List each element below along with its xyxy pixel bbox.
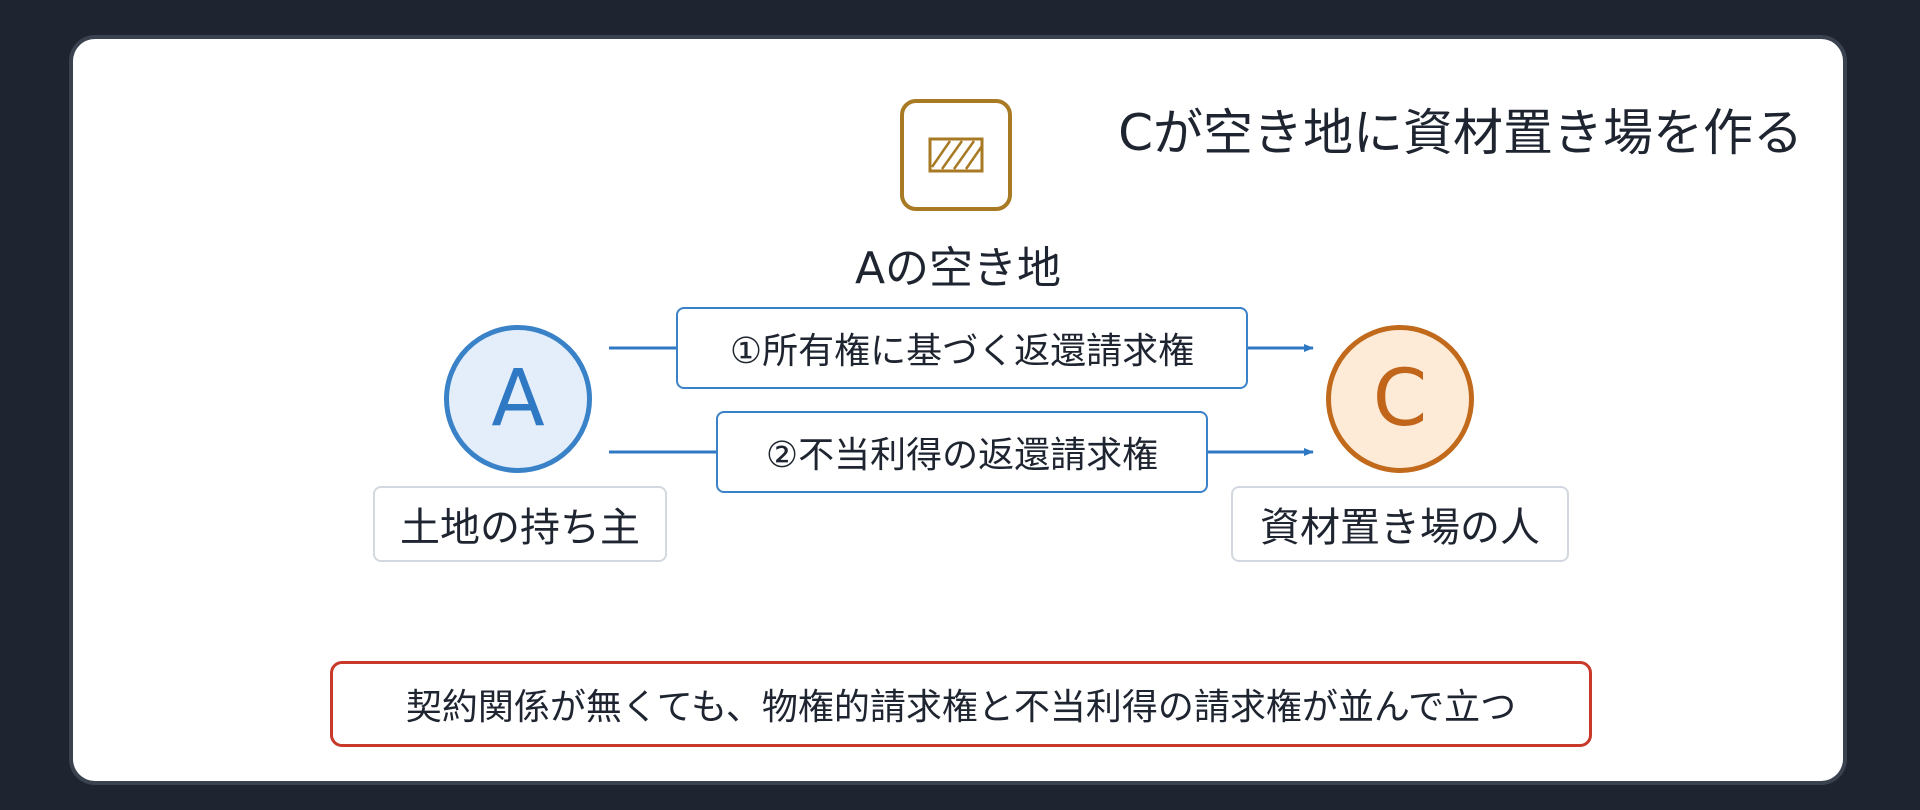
hatched-land-icon <box>928 137 984 173</box>
claim-label-1: ①所有権に基づく返還請求権 <box>676 307 1248 389</box>
diagram-title: Cが空き地に資材置き場を作る <box>1118 104 1803 162</box>
party-c-role: 資材置き場の人 <box>1231 486 1569 562</box>
party-a-node: A <box>444 325 592 473</box>
summary-note: 契約関係が無くても、物権的請求権と不当利得の請求権が並んで立つ <box>330 661 1592 747</box>
land-label: Aの空き地 <box>854 243 1062 294</box>
land-icon-box <box>900 99 1012 211</box>
claim-label-2: ②不当利得の返還請求権 <box>716 411 1208 493</box>
party-c-node: C <box>1326 325 1474 473</box>
party-a-role: 土地の持ち主 <box>373 486 667 562</box>
diagram-card: Cが空き地に資材置き場を作る Aの空き地 A C 土地の持ち主 資材置き場の人 … <box>73 39 1843 781</box>
